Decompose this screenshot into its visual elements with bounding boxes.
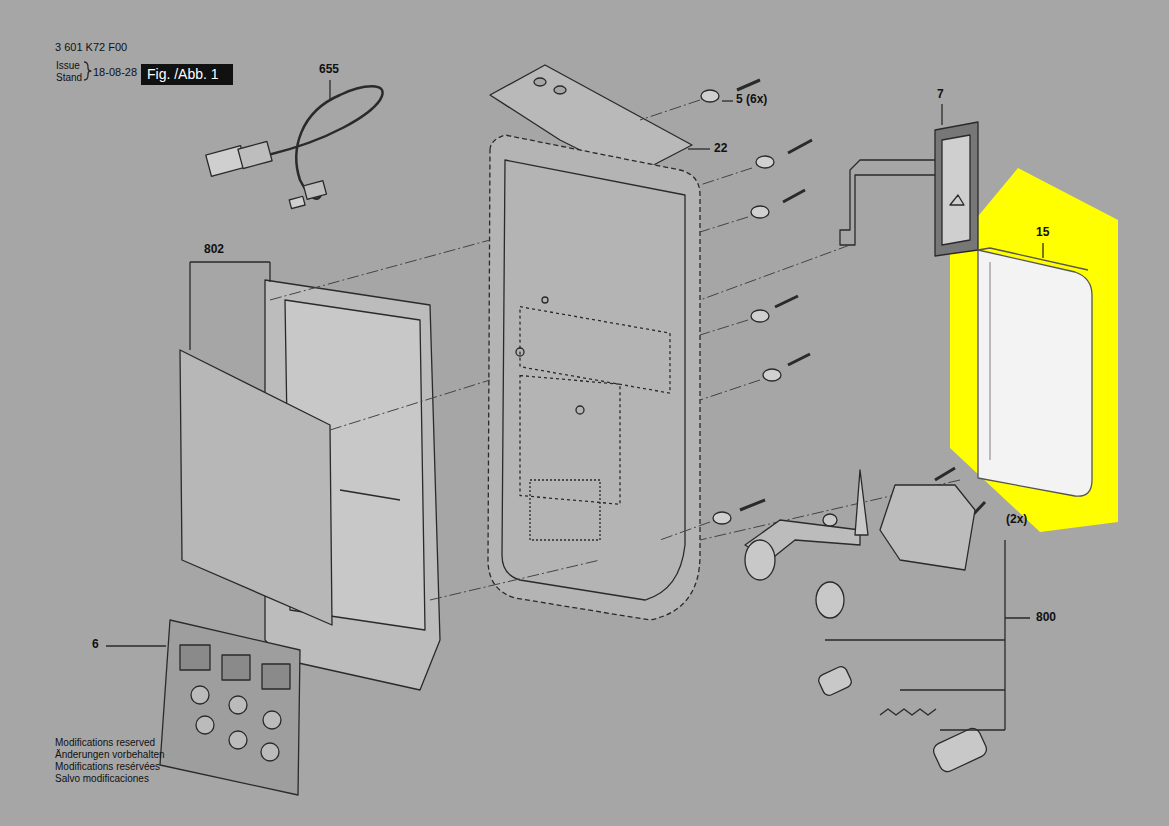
date: 18-08-28 [93, 66, 137, 79]
header-text: Issue [56, 60, 80, 72]
callout-number: 655 [319, 63, 339, 77]
figure-tag: Fig. /Abb. 1 [141, 64, 233, 85]
part-number: 3 601 K72 F00 [55, 41, 127, 54]
quantity: (2x) [1006, 513, 1027, 527]
header-text: Stand [56, 72, 82, 84]
note: Modifications reserved [55, 737, 155, 749]
note: Modifications resérvées [55, 761, 160, 773]
callout-number: 7 [937, 88, 944, 102]
callout-number: 802 [204, 243, 224, 257]
note: Änderungen vorbehalten [55, 749, 165, 761]
figure-label: Fig. /Abb. 1 [147, 66, 219, 82]
quantity: (6x) [746, 93, 767, 107]
note: Salvo modificaciones [55, 773, 149, 785]
callout-number: 5 [736, 93, 743, 107]
callout-number: 6 [92, 638, 99, 652]
callout-number: 800 [1036, 611, 1056, 625]
callout-number: 15 [1036, 226, 1049, 240]
callout-number: 22 [714, 142, 727, 156]
